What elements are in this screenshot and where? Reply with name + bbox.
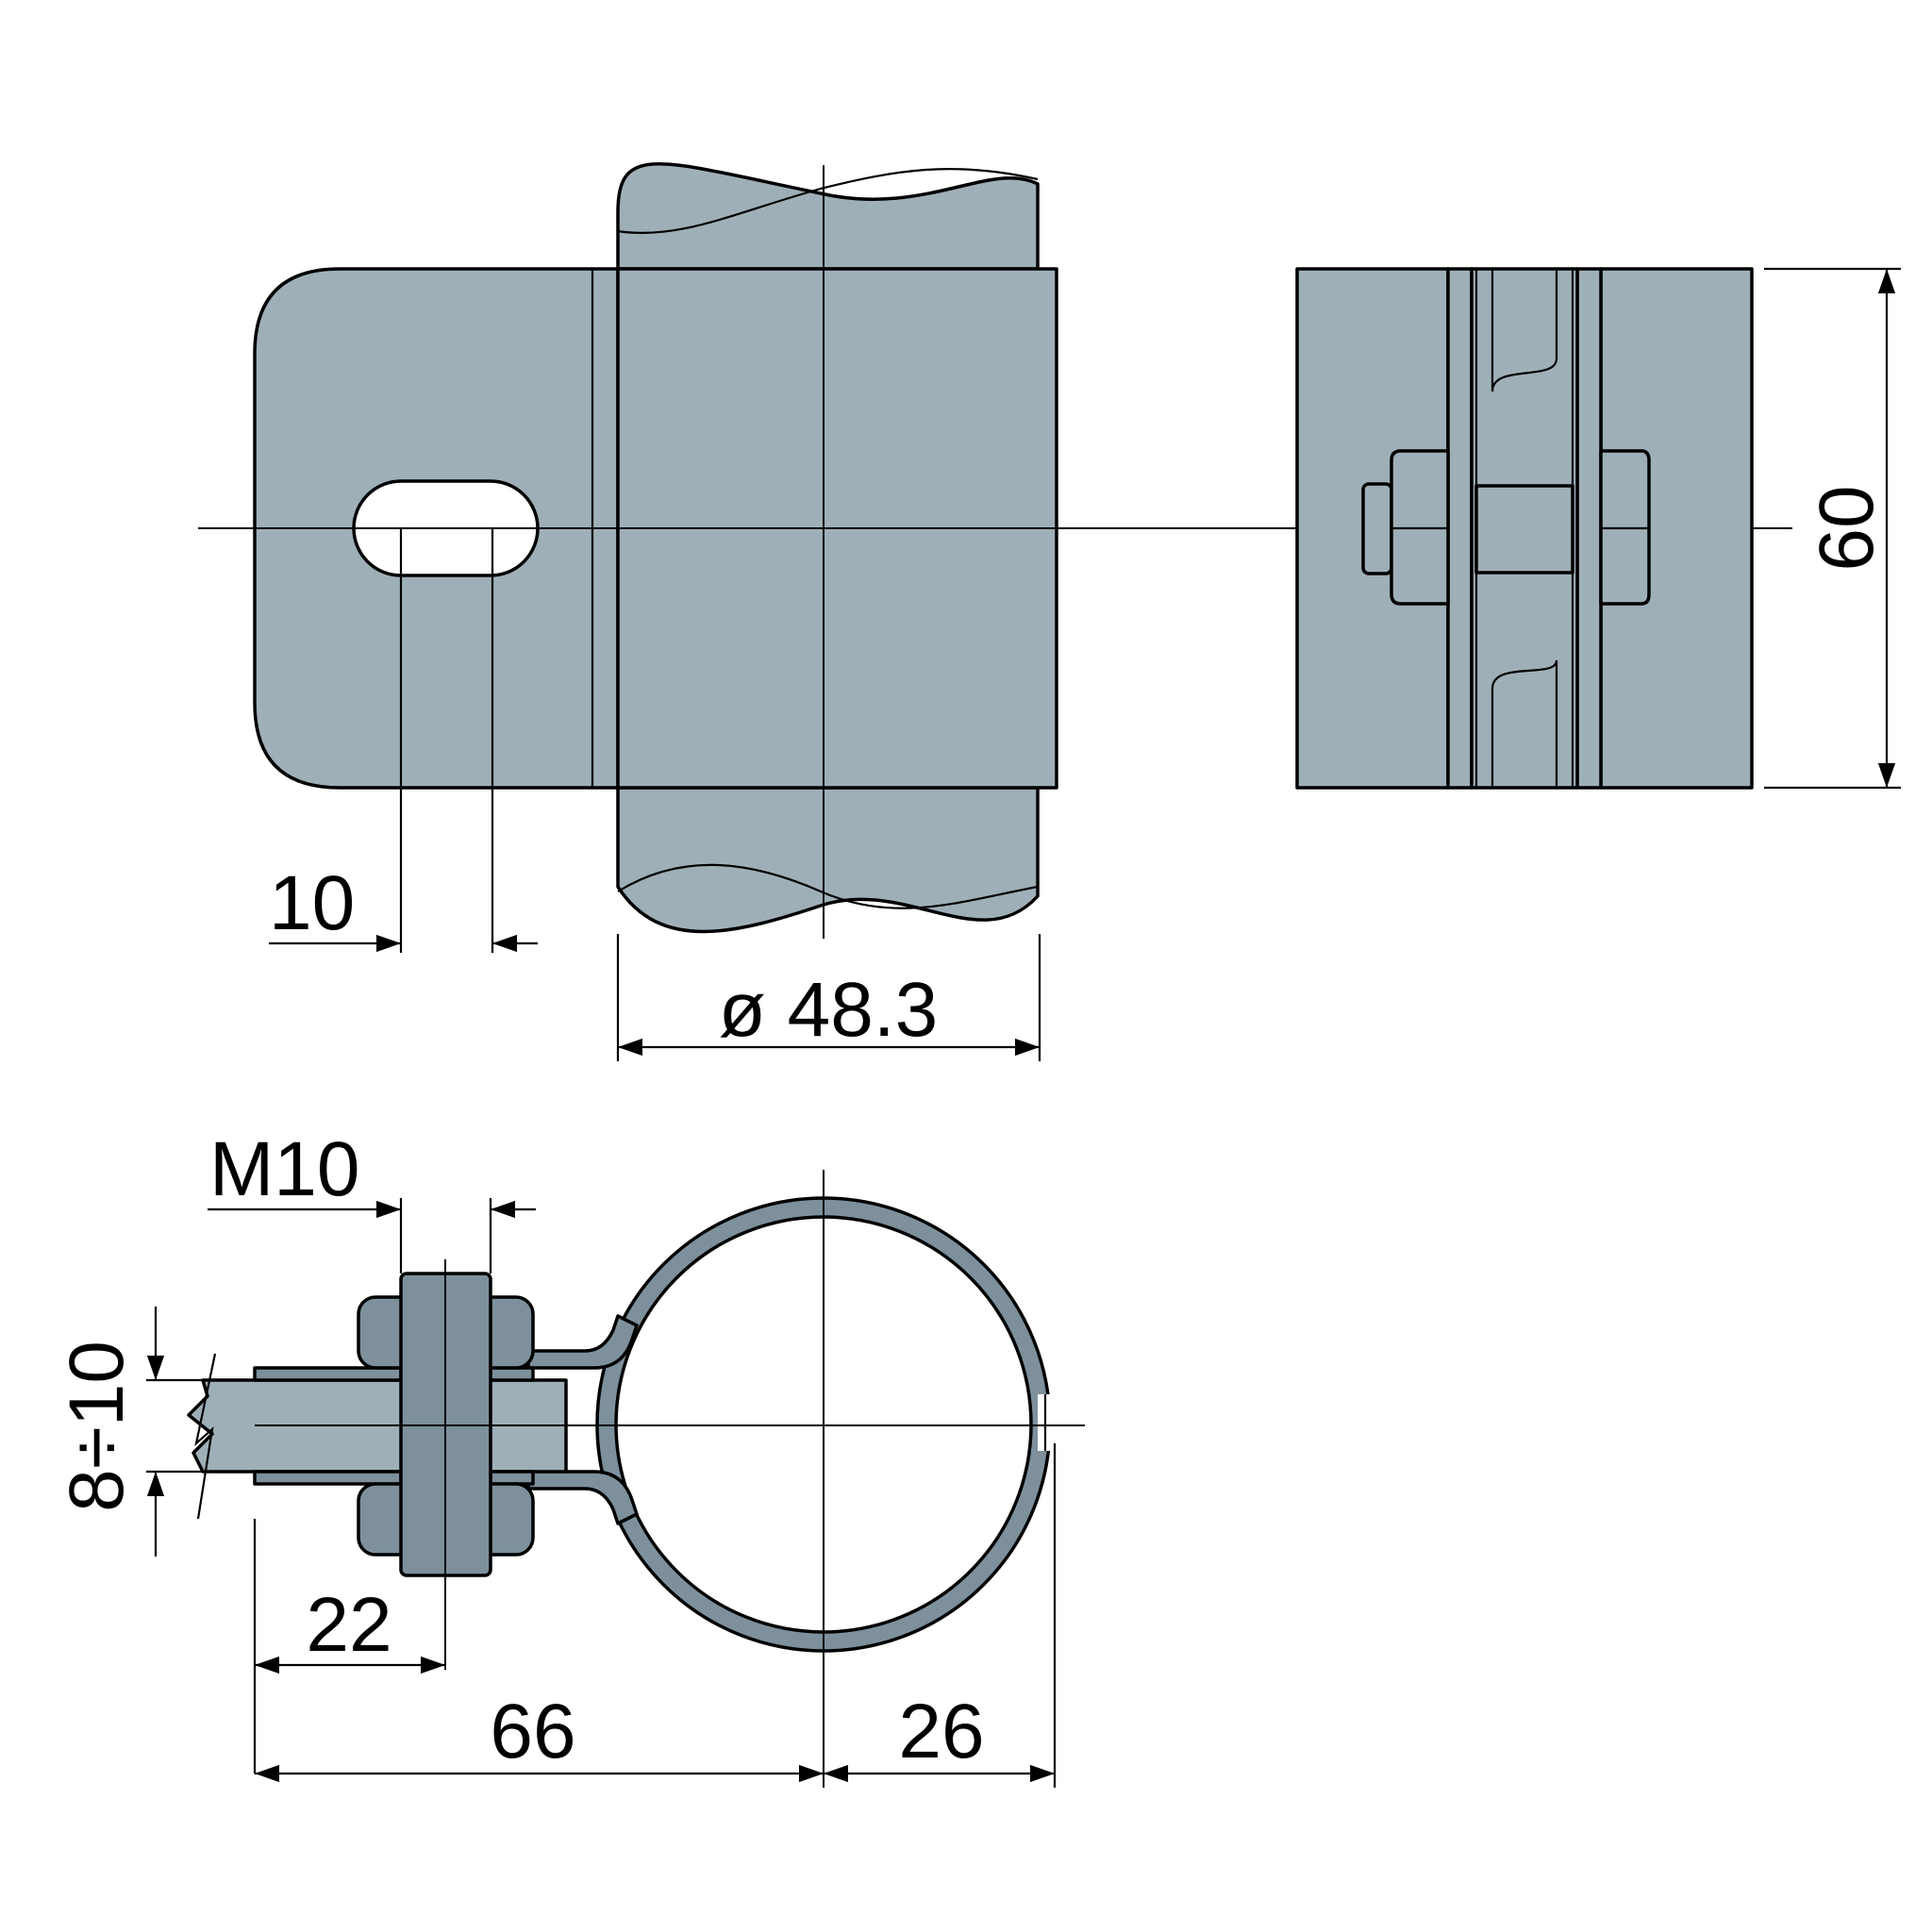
side-middle-wave-lower [1491, 659, 1558, 788]
tube-upper-break-line [617, 168, 1039, 235]
tube-axis-offset-label: 66 [490, 1689, 575, 1774]
top-view: M10 8÷10 22 66 26 [54, 1126, 1085, 1788]
tube-diameter-label: ø 48.3 [719, 967, 938, 1053]
plate-thickness-label: 8÷10 [54, 1341, 140, 1512]
slot-width-label: 10 [269, 860, 355, 946]
washer-right-upper [489, 1366, 535, 1382]
tube-radius-extent-label: 26 [898, 1689, 984, 1774]
clamp-height-label: 60 [1804, 485, 1890, 571]
bolt-size-label: M10 [209, 1126, 360, 1212]
tube-upper-section [616, 162, 1040, 271]
bolt-offset-label: 22 [306, 1582, 391, 1668]
plate-break-line [194, 1353, 217, 1520]
side-middle-wave-upper [1491, 269, 1558, 392]
ring-gap [1038, 1394, 1057, 1451]
front-view: 10 ø 48.3 [198, 162, 1792, 1061]
side-bolt-shank [1474, 484, 1574, 575]
tube-lower-section [616, 786, 1040, 934]
ring-flange-lower [526, 1470, 639, 1525]
side-view: 60 [1295, 267, 1901, 790]
side-left-flange [1446, 267, 1474, 790]
washer-left-upper [253, 1366, 403, 1382]
tube-lower-break-line [617, 863, 1039, 909]
washer-right-lower [489, 1470, 535, 1486]
ring-flange-upper [526, 1314, 639, 1370]
washer-left-lower [253, 1470, 403, 1486]
side-right-flange [1575, 267, 1603, 790]
side-bolt-tip [1361, 482, 1393, 575]
